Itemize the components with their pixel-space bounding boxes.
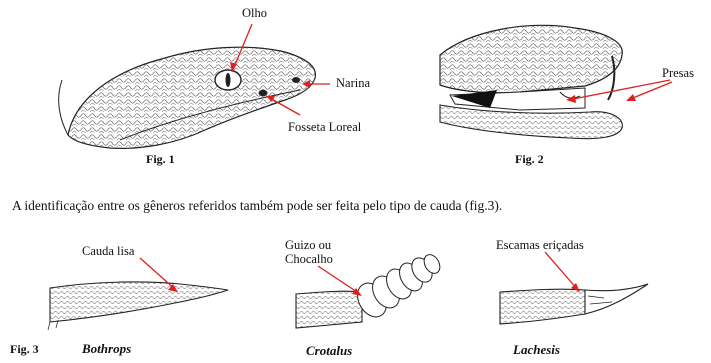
bothrops-tail-drawing <box>50 282 228 322</box>
smooth-tail-label: Cauda lisa <box>82 244 134 259</box>
lachesis-tail-drawing <box>500 289 585 324</box>
figure-3-caption: Fig. 3 <box>10 342 39 357</box>
genus-lachesis: Lachesis <box>513 342 560 358</box>
genus-bothrops: Bothrops <box>82 341 131 357</box>
rattle-label: Guizo ou Chocalho <box>285 238 333 266</box>
rattle-label-line1: Guizo ou <box>285 238 333 252</box>
rattle-label-line2: Chocalho <box>285 252 333 266</box>
bristly-scales-label: Escamas eriçadas <box>496 238 584 253</box>
genus-crotalus: Crotalus <box>306 343 352 359</box>
crotalus-tail-drawing <box>296 291 362 328</box>
